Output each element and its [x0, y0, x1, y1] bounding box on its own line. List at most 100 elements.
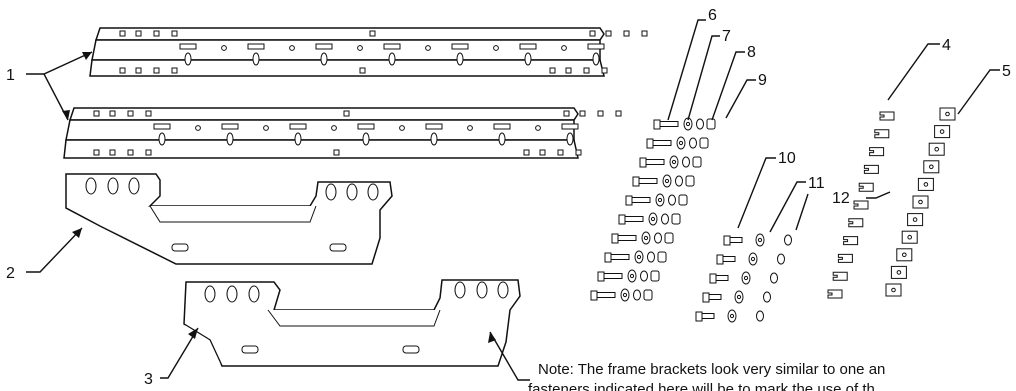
- rail-tab: [388, 52, 396, 66]
- washer-hole: [685, 121, 691, 127]
- square-washer-hole: [934, 146, 940, 152]
- washer-hole: [750, 256, 756, 262]
- rail-hole: [119, 67, 126, 74]
- rail-hole: [135, 67, 142, 74]
- bolt-head: [632, 176, 640, 187]
- square-washer-hole: [929, 164, 934, 170]
- u-clips-set: [827, 111, 895, 299]
- rail-hole: [549, 67, 556, 74]
- lock-washer: [756, 310, 764, 322]
- rail-hole: [195, 125, 201, 131]
- nut: [692, 156, 702, 168]
- rail-tab: [362, 132, 370, 146]
- note-line-2: fasteners indicated here will be to mark…: [528, 381, 875, 391]
- washer-hole: [657, 197, 663, 203]
- washer-hole: [636, 254, 642, 260]
- rail-hole: [589, 30, 596, 37]
- frame-bracket-b: [183, 279, 521, 367]
- frame-bracket-a: [65, 173, 393, 265]
- rail-hole: [93, 110, 100, 117]
- rail-hole: [467, 125, 473, 131]
- callout-8: 8: [747, 44, 756, 61]
- callout-6: 6: [708, 7, 717, 24]
- callout-3: 3: [144, 371, 153, 388]
- rail-hole: [535, 125, 541, 131]
- rail-tab: [524, 52, 532, 66]
- bolt-shank: [708, 294, 722, 300]
- bolt-shank: [624, 216, 644, 222]
- rail-slot: [315, 43, 333, 50]
- lock-washer: [661, 213, 669, 225]
- rail-hole: [145, 110, 152, 117]
- bolt-shank: [701, 313, 715, 319]
- rail-hole: [263, 125, 269, 131]
- rail-hole: [579, 110, 586, 117]
- rail-tab: [320, 52, 328, 66]
- square-washers-set: [885, 107, 956, 297]
- leader-lines: [26, 19, 1000, 381]
- bolt-head: [604, 252, 612, 263]
- rail-hole: [93, 149, 100, 156]
- rail-slot: [221, 123, 239, 130]
- rail-hole: [623, 30, 630, 37]
- callout-labels: 1 2 3 4 5 6 7 8 9 10 11 12: [6, 7, 1011, 388]
- bolt-shank: [652, 140, 672, 146]
- u-clip: [869, 147, 885, 157]
- lock-washer: [784, 234, 792, 246]
- rail-hole: [399, 125, 405, 131]
- lock-washer: [763, 291, 771, 303]
- rail-slot: [247, 43, 265, 50]
- lock-washer: [654, 232, 662, 244]
- washer-hole: [664, 178, 670, 184]
- u-clip: [874, 129, 890, 139]
- rail-hole: [357, 45, 363, 51]
- callout-9: 9: [758, 72, 767, 89]
- rail-hole: [343, 110, 350, 117]
- rail-hole: [605, 30, 612, 37]
- rail-hole: [369, 30, 376, 37]
- rail-upper: [89, 27, 648, 77]
- rail-tab: [498, 132, 506, 146]
- rail-hole: [641, 30, 648, 37]
- rail-hole: [601, 67, 608, 74]
- nut: [678, 194, 688, 206]
- callout-10: 10: [778, 150, 796, 167]
- callout-7: 7: [722, 28, 731, 45]
- nut: [643, 289, 653, 301]
- u-clip: [863, 164, 879, 174]
- rail-hole: [289, 45, 295, 51]
- lock-washer: [770, 272, 778, 284]
- rail-slot: [153, 123, 171, 130]
- rail-hole: [109, 110, 116, 117]
- bolt-head: [646, 138, 654, 149]
- washer-hole: [757, 237, 763, 243]
- bolt-head: [625, 195, 633, 206]
- bolt-head: [716, 254, 724, 265]
- bolt-shank: [610, 254, 630, 260]
- lock-washer: [647, 251, 655, 263]
- rail-tab: [252, 52, 260, 66]
- rail-slot: [493, 123, 511, 130]
- rail-hole: [119, 30, 126, 37]
- u-clip: [832, 271, 848, 281]
- rail-hole: [563, 110, 570, 117]
- square-washer-hole: [923, 182, 929, 187]
- rail-hole: [539, 149, 546, 156]
- bolt-shank: [659, 121, 679, 127]
- rail-slot: [357, 123, 375, 130]
- rail-hole: [135, 30, 142, 37]
- rail-tab: [592, 52, 600, 66]
- rail-slot: [425, 123, 443, 130]
- lock-washer: [689, 137, 697, 149]
- square-washer-hole: [945, 111, 950, 117]
- rail-hole: [221, 45, 227, 51]
- note-block: Note: The frame brackets look very simil…: [528, 361, 885, 391]
- washer-hole: [622, 292, 628, 298]
- bolt-head: [590, 290, 598, 301]
- bolt-head: [723, 235, 731, 246]
- rail-hole: [153, 30, 160, 37]
- rail-hole: [561, 45, 567, 51]
- rail-hole: [171, 67, 178, 74]
- bolts-long-set: [590, 117, 716, 302]
